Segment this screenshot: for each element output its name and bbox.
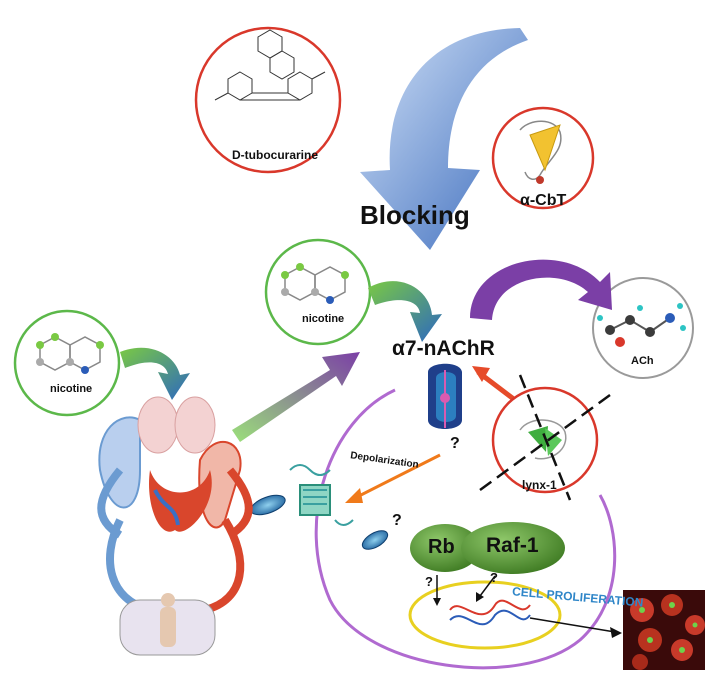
cell-micrograph [623, 590, 705, 670]
circulation-diagram [97, 396, 253, 656]
nicotine-mid-label: nicotine [302, 313, 345, 325]
nachr-receptor-icon [428, 363, 462, 429]
ach-label: ACh [631, 355, 654, 367]
cbt-toxin-structure-icon [519, 120, 562, 184]
nicotine-left-label: nicotine [50, 383, 93, 395]
dna-icon [449, 599, 531, 626]
receptor-label: α7-nAChR [392, 337, 495, 360]
block-line-2 [518, 374, 572, 501]
cbt-label: α-CbT [520, 192, 567, 209]
receptor-to-ach-arrow [470, 259, 612, 320]
nicotine-mid-arrow [368, 281, 442, 342]
blocking-arrow [360, 28, 528, 250]
nicotine-left-molecule-icon [36, 333, 104, 374]
lynx-protein-icon [519, 419, 567, 460]
nucleus [408, 580, 562, 650]
blocking-label: Blocking [360, 200, 470, 230]
question-rb: ? [425, 574, 433, 589]
raf-label: Raf-1 [486, 534, 539, 557]
lynx-label: lynx-1 [522, 478, 557, 492]
question-mito: ? [392, 512, 402, 529]
tubocurarine-structure-icon [214, 29, 326, 101]
proliferation-arrow [529, 617, 616, 633]
rb-node [410, 524, 480, 572]
depolarization-arrow [354, 453, 441, 500]
rb-label: Rb [428, 536, 455, 558]
nicotine-mid-molecule-icon [281, 263, 349, 304]
block-line-1 [479, 393, 611, 492]
nicotine-left-arrow [120, 347, 190, 400]
raf-down-arrow [479, 575, 496, 597]
heart-to-receptor-arrow [232, 352, 360, 442]
organelle-cluster-icon [289, 464, 354, 526]
tubocurarine-label: D-tubocurarine [232, 148, 319, 162]
mitochondrion-icon-2 [361, 530, 389, 550]
question-receptor: ? [450, 435, 460, 452]
mitochondrion-icon [250, 494, 286, 516]
question-raf: ? [490, 570, 498, 585]
raf-node [461, 522, 565, 574]
ach-molecule-icon [597, 303, 686, 347]
